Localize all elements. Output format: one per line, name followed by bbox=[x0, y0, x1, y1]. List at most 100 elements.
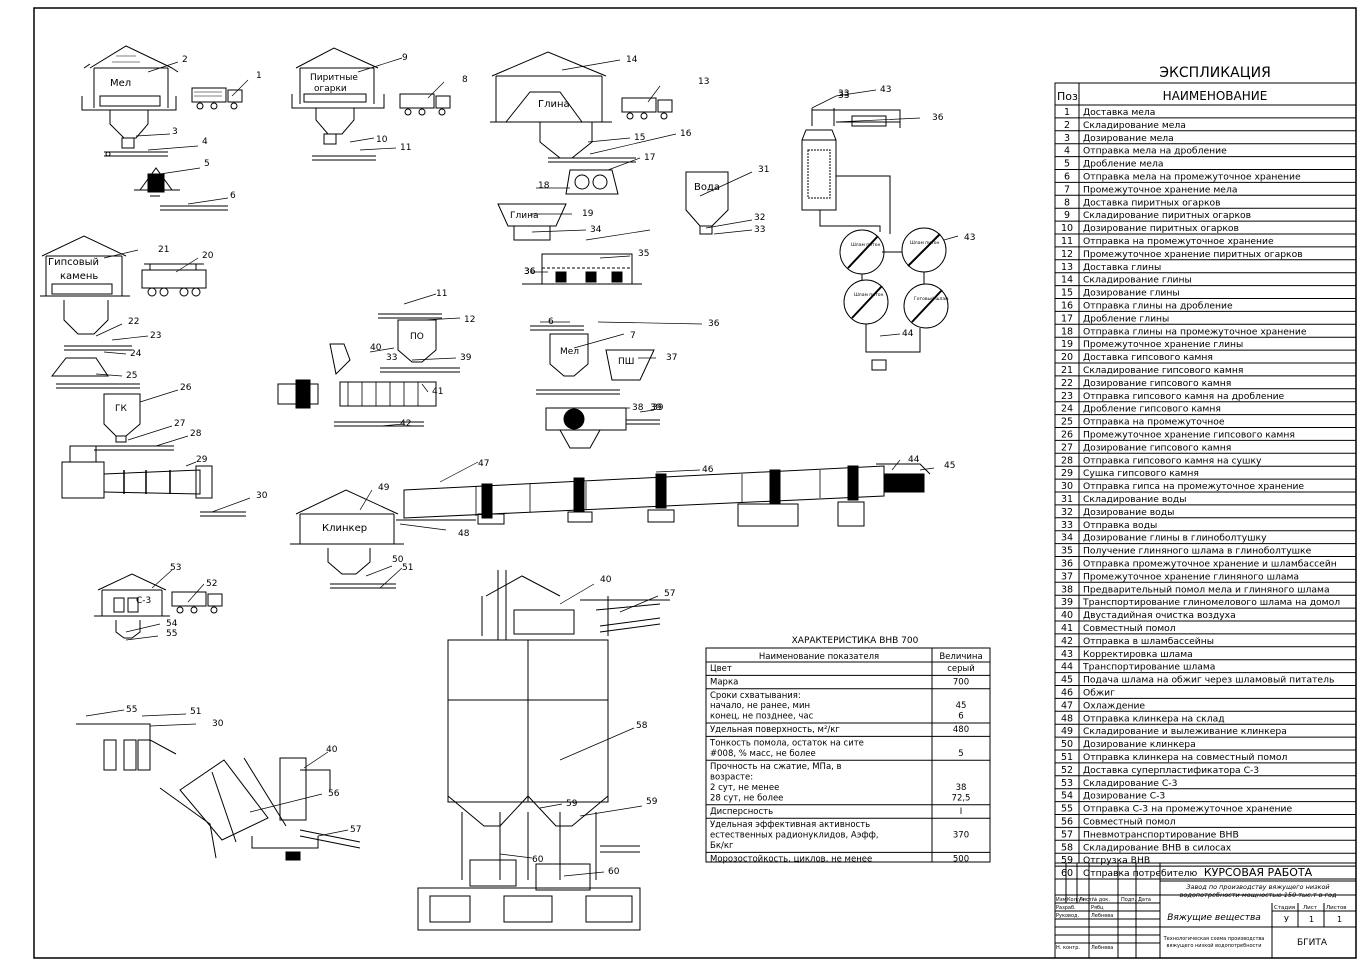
characteristics-param: Удельная эффективная активность bbox=[710, 820, 870, 830]
explication-row-name: Совместный помол bbox=[1083, 817, 1176, 828]
position-number: 3 bbox=[172, 127, 178, 137]
explication-row-number: 55 bbox=[1061, 804, 1073, 815]
position-number: 48 bbox=[458, 529, 470, 539]
position-number: 36 bbox=[708, 319, 720, 329]
stamp-subtitle-1: Завод по производству вяжущего низкой bbox=[1186, 883, 1329, 891]
position-number: 34 bbox=[590, 225, 602, 235]
position-number: 51 bbox=[190, 707, 201, 717]
stamp-rukovod-label: Руковод. bbox=[1056, 913, 1080, 919]
corrector-tank bbox=[801, 108, 901, 234]
slurry-tank: ПШ bbox=[536, 349, 655, 395]
explication-row-name: Получение глиняного шлама в глиноболтушк… bbox=[1083, 546, 1312, 557]
stamp-doc-desc-2: вяжущего низкой водопотребности bbox=[1167, 942, 1262, 949]
explication-row-name: Доставка суперпластификатора С-3 bbox=[1083, 765, 1259, 776]
characteristics-param: Бк/кг bbox=[710, 841, 734, 851]
explication-row-name: Доставка пиритных огарков bbox=[1083, 197, 1221, 208]
position-number: 31 bbox=[758, 165, 769, 175]
position-number: 47 bbox=[478, 459, 489, 469]
position-number: 43 bbox=[964, 233, 975, 243]
gypsum-bunker: ГК bbox=[94, 393, 174, 451]
explication-row-number: 42 bbox=[1061, 636, 1073, 647]
stamp-sheet: 1 bbox=[1309, 915, 1314, 924]
explication-row-name: Дробление гипсового камня bbox=[1083, 404, 1221, 415]
position-number: 19 bbox=[582, 209, 594, 219]
explication-row-name: Складирование и вылеживание клинкера bbox=[1083, 726, 1287, 737]
explication-row-name: Отгрузка ВНВ bbox=[1083, 855, 1150, 866]
explication-row-number: 47 bbox=[1061, 700, 1073, 711]
explication-row-number: 27 bbox=[1061, 442, 1073, 453]
position-number: 1 bbox=[256, 71, 262, 81]
position-number: 35 bbox=[638, 249, 649, 259]
stamp-nkontr-label: Н. контр. bbox=[1056, 945, 1080, 951]
position-number: 23 bbox=[150, 331, 161, 341]
clay-warehouse: Глина bbox=[490, 51, 612, 159]
stamp-stadiya: У bbox=[1284, 915, 1289, 924]
label-tank-4: Готовый шлам bbox=[914, 295, 949, 302]
position-number: 21 bbox=[158, 245, 169, 255]
explication-row-number: 32 bbox=[1061, 507, 1073, 518]
characteristics-param: возрасте: bbox=[710, 773, 753, 783]
position-number: 58 bbox=[636, 721, 648, 731]
characteristics-param: 28 сут, не более bbox=[710, 793, 783, 803]
explication-row-name: Двустадийная очистка воздуха bbox=[1083, 610, 1236, 621]
stamp-col-list: Лист bbox=[1079, 897, 1092, 903]
gypsum-warehouse: Гипсовый камень bbox=[40, 235, 130, 335]
explication-row-name: Отправка в шламбассейны bbox=[1083, 636, 1214, 647]
explication-row-number: 11 bbox=[1061, 236, 1073, 247]
explication-row-number: 10 bbox=[1061, 223, 1073, 234]
explication-row-name: Промежуточное хранение глиняного шлама bbox=[1083, 571, 1299, 582]
explication-row-number: 28 bbox=[1061, 455, 1073, 466]
explication-row-name: Промежуточное хранение мела bbox=[1083, 184, 1237, 195]
callout-leaders bbox=[85, 57, 959, 877]
label-voda: Вода bbox=[694, 182, 720, 193]
characteristics-value: 38 bbox=[956, 783, 967, 793]
explication-row-number: 26 bbox=[1061, 430, 1073, 441]
pyrite-bunker: ПО bbox=[378, 313, 442, 363]
position-number: 46 bbox=[702, 465, 714, 475]
stamp-col-podp: Подп. bbox=[1121, 897, 1137, 903]
explication-col-pos: Поз bbox=[1057, 90, 1078, 103]
explication-row-name: Отправка промежуточное хранение и шламба… bbox=[1083, 559, 1337, 570]
label-piritnye-2: огарки bbox=[314, 84, 347, 94]
explication-row-name: Дозирование гипсового камня bbox=[1083, 442, 1231, 453]
characteristics-value: 700 bbox=[953, 677, 969, 687]
position-number: 2 bbox=[182, 55, 188, 65]
position-number: 33 bbox=[386, 353, 397, 363]
characteristics-param: Дисперсность bbox=[710, 807, 773, 817]
explication-row-number: 34 bbox=[1061, 533, 1073, 544]
explication-row-number: 31 bbox=[1061, 494, 1073, 505]
position-number: 50 bbox=[392, 555, 404, 565]
position-number: 57 bbox=[664, 589, 675, 599]
position-number: 12 bbox=[464, 315, 475, 325]
explication-row-name: Дробление глины bbox=[1083, 313, 1169, 324]
truck-c3 bbox=[171, 591, 223, 614]
explication-row-number: 54 bbox=[1061, 791, 1073, 802]
explication-row-number: 25 bbox=[1061, 417, 1073, 428]
position-number: 60 bbox=[608, 867, 620, 877]
position-number: 37 bbox=[666, 353, 677, 363]
explication-row-name: Пневмотранспортирование ВНВ bbox=[1083, 829, 1239, 840]
explication-row-number: 36 bbox=[1061, 559, 1073, 570]
explication-row-number: 9 bbox=[1064, 210, 1070, 221]
explication-row-number: 16 bbox=[1061, 301, 1073, 312]
truck-pyrite bbox=[399, 93, 451, 116]
characteristics-value: 72,5 bbox=[952, 793, 971, 803]
explication-row-name: Отправка клинкера на склад bbox=[1083, 713, 1225, 724]
label-mel-2: Мел bbox=[560, 347, 579, 357]
label-klinker: Клинкер bbox=[322, 523, 367, 534]
label-gips-1: Гипсовый bbox=[48, 257, 99, 268]
position-number: 10 bbox=[376, 135, 388, 145]
position-number: 30 bbox=[212, 719, 224, 729]
explication-row-name: Транспортирование глиномелового шлама на… bbox=[1082, 597, 1340, 608]
explication-row-number: 41 bbox=[1061, 623, 1073, 634]
characteristics-param: Сроки схватывания: bbox=[710, 691, 801, 701]
position-number: 11 bbox=[400, 143, 411, 153]
explication-row-number: 21 bbox=[1061, 365, 1073, 376]
explication-row-name: Корректировка шлама bbox=[1083, 649, 1193, 660]
stamp-col-koluch: Кол.уч bbox=[1067, 897, 1084, 903]
explication-row-name: Отправка воды bbox=[1083, 520, 1157, 531]
position-number: 59 bbox=[566, 799, 578, 809]
position-number: 33 bbox=[838, 91, 849, 101]
position-number: 25 bbox=[126, 371, 137, 381]
stamp-h-sheet: Лист bbox=[1303, 905, 1318, 911]
